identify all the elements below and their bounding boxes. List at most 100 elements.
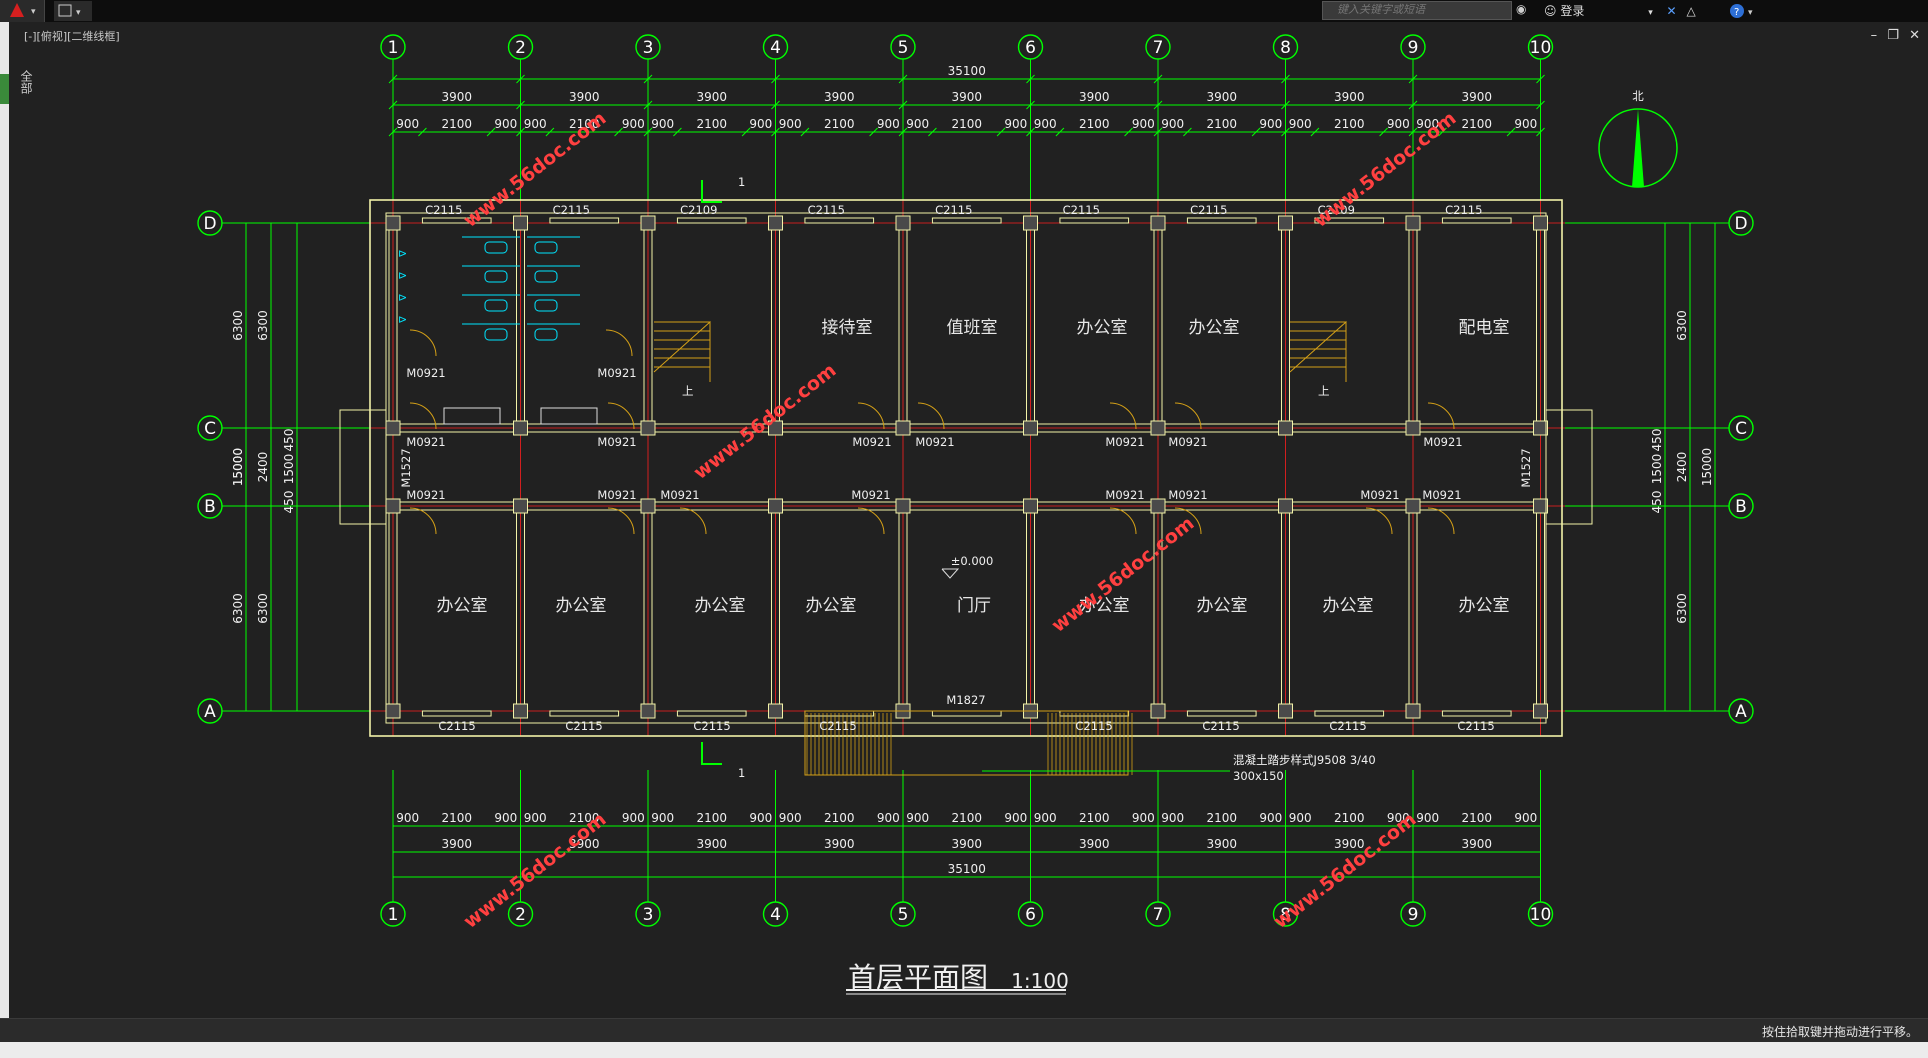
dim-sub: 2100 xyxy=(951,117,982,131)
window-tag: C2115 xyxy=(808,203,845,217)
room-label: 值班室 xyxy=(947,318,998,338)
room-label: 门厅 xyxy=(957,596,991,616)
door-swing xyxy=(607,402,635,430)
dim-sub: 900 xyxy=(494,117,517,131)
window-tag: C2115 xyxy=(935,203,972,217)
column xyxy=(640,215,656,231)
user-icon: ☺ xyxy=(1544,4,1557,18)
dim-bay: 3900 xyxy=(441,837,472,851)
side-tab[interactable]: 全部 xyxy=(19,70,33,94)
dim-sub: 2100 xyxy=(569,811,600,825)
minimize-icon[interactable]: – xyxy=(1870,28,1878,43)
dim-sub: 900 xyxy=(1161,811,1184,825)
application-menu-button[interactable]: ▾ xyxy=(0,0,45,22)
door-swing xyxy=(679,507,707,535)
washbasin xyxy=(443,407,501,425)
dim-sub: 2100 xyxy=(696,117,727,131)
dim-sub: 900 xyxy=(1416,811,1439,825)
door-tag: M0921 xyxy=(851,488,890,502)
north-label: 北 xyxy=(1632,89,1644,103)
axis-label-3: 3 xyxy=(643,38,654,58)
room-label: 办公室 xyxy=(556,596,607,616)
dim-vertical: 450 xyxy=(1650,491,1664,514)
entrance-stair-outline xyxy=(804,710,1129,776)
search-input[interactable] xyxy=(1322,1,1512,20)
quick-access-toolbar[interactable]: ▾ xyxy=(54,1,92,21)
dim-tick xyxy=(800,127,810,137)
window-tag: C2115 xyxy=(819,719,856,733)
dim-sub: 900 xyxy=(877,117,900,131)
column xyxy=(895,498,911,514)
binoculars-icon[interactable]: ◉ xyxy=(1516,2,1527,16)
room-label: 办公室 xyxy=(1459,596,1510,616)
dim-tick xyxy=(1506,127,1516,137)
axis-label-C: C xyxy=(1735,419,1747,439)
exchange-icon[interactable]: ✕ xyxy=(1666,4,1677,18)
window-tag: C2109 xyxy=(680,203,717,217)
column xyxy=(1533,703,1548,719)
column xyxy=(513,420,528,436)
dim-tick xyxy=(1055,127,1065,137)
column xyxy=(1405,420,1421,436)
dim-sub: 900 xyxy=(651,811,674,825)
room-label: 办公室 xyxy=(1077,318,1128,338)
window-tag: C2115 xyxy=(1329,719,1366,733)
room-label: 办公室 xyxy=(695,596,746,616)
column xyxy=(1278,215,1293,231)
door-tag: M0921 xyxy=(597,435,636,449)
watermark-text: www.56doc.com xyxy=(690,359,841,484)
door-tag: M0921 xyxy=(406,435,445,449)
axis-label-8: 8 xyxy=(1280,38,1291,58)
north-arrow-pointer xyxy=(1632,109,1644,187)
window-bottom xyxy=(676,710,747,717)
column xyxy=(385,498,401,514)
dim-sub: 2100 xyxy=(1461,811,1492,825)
dim-sub: 2100 xyxy=(824,811,855,825)
restore-icon[interactable]: ❐ xyxy=(1887,28,1899,43)
dim-vertical: 6300 xyxy=(231,593,245,624)
column xyxy=(513,703,528,719)
login-button[interactable]: ☺ 登录 ▾ ✕ △ xyxy=(1544,1,1696,21)
window-top xyxy=(1441,217,1512,224)
dim-sub: 900 xyxy=(1514,811,1537,825)
door-swing xyxy=(857,507,885,535)
dim-sub: 2100 xyxy=(1334,811,1365,825)
room-label: 配电室 xyxy=(1459,318,1510,338)
window-tag: C2115 xyxy=(1190,203,1227,217)
urinal-icon: ⊳ xyxy=(398,247,407,260)
window-tag: C2115 xyxy=(425,203,462,217)
window-tag: C2115 xyxy=(438,719,475,733)
dim-sub: 2100 xyxy=(951,811,982,825)
door-tag: M0921 xyxy=(1168,488,1207,502)
axis-label-B: B xyxy=(204,497,216,517)
a360-icon[interactable]: △ xyxy=(1686,4,1696,18)
palette-edge-accent xyxy=(0,74,9,104)
dim-bay: 3900 xyxy=(1461,90,1492,104)
toilet-fixture xyxy=(534,299,558,312)
help-button[interactable]: ?▾ xyxy=(1728,2,1758,20)
window-bottom xyxy=(549,710,620,717)
elevation-symbol xyxy=(941,568,960,579)
viewport-controls-label[interactable]: [-][俯视][二维线框] xyxy=(24,30,120,43)
axis-label-6: 6 xyxy=(1025,38,1036,58)
dim-sub: 900 xyxy=(779,117,802,131)
dim-sub: 2100 xyxy=(1206,811,1237,825)
dim-sub: 900 xyxy=(1132,117,1155,131)
dim-vertical: 6300 xyxy=(1675,593,1689,624)
dim-sub: 900 xyxy=(1034,117,1057,131)
dim-vertical: 1500 xyxy=(282,454,296,485)
dim-sub: 2100 xyxy=(569,117,600,131)
dim-tick xyxy=(1310,127,1320,137)
close-icon[interactable]: ✕ xyxy=(1909,28,1920,43)
column xyxy=(895,420,911,436)
dim-sub: 900 xyxy=(622,811,645,825)
dim-bay: 3900 xyxy=(696,90,727,104)
dim-bay: 3900 xyxy=(951,90,982,104)
column xyxy=(768,498,783,514)
wall-layer xyxy=(339,199,1593,737)
dim-vertical: 450 xyxy=(282,429,296,452)
room-label: 办公室 xyxy=(1079,596,1130,616)
door-swing xyxy=(1109,402,1137,430)
